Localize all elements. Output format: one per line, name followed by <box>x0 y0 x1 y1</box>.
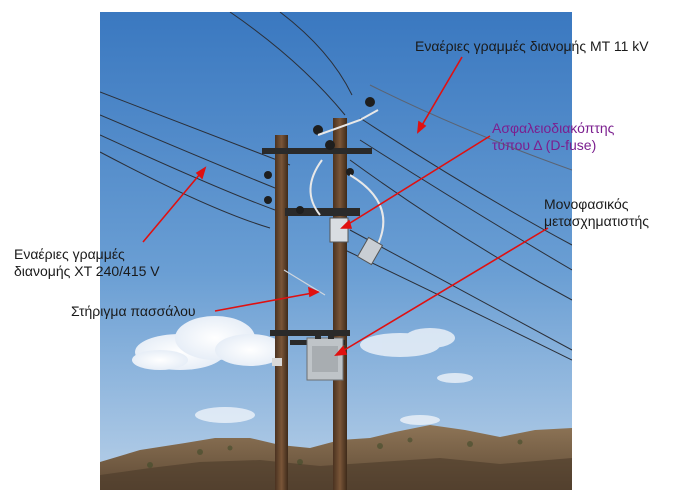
transformer-label-line1: Μονοφασικός <box>544 196 629 212</box>
lv-lines-label-line1: Εναέριες γραμμές <box>14 246 125 262</box>
transformer-label: Μονοφασικός μετασχηματιστής <box>544 196 649 230</box>
mv-lines-label: Εναέριες γραμμές διανομής ΜΤ 11 kV <box>415 38 649 54</box>
lv-lines-label: Εναέριες γραμμές διανομής ΧΤ 240/415 V <box>14 246 160 280</box>
d-fuse-label: Ασφαλειοδιακόπτης τύπου Δ (D-fuse) <box>492 120 614 154</box>
right-pole <box>333 118 347 490</box>
transformer-label-line2: μετασχηματιστής <box>544 213 650 229</box>
cloud <box>132 316 285 370</box>
d-fuse-label-line1: Ασφαλειοδιακόπτης <box>492 120 615 136</box>
left-pole <box>275 135 288 490</box>
pole-stay-label: Στήριγμα πασσάλου <box>71 303 196 319</box>
lv-lines-label-line2: διανομής ΧΤ 240/415 V <box>14 263 160 279</box>
pole-stay-wire <box>283 269 326 296</box>
d-fuse <box>329 217 349 243</box>
d-fuse-label-line2: τύπου Δ (D-fuse) <box>492 137 597 153</box>
transformer <box>306 330 344 381</box>
annotation-arrows <box>142 56 549 356</box>
